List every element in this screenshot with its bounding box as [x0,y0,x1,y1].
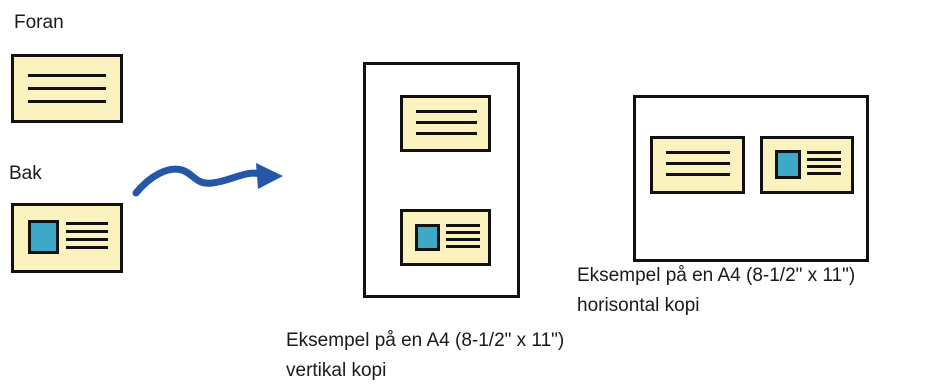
vertical-caption-line2: vertikal kopi [286,360,387,381]
card-text-line [807,158,841,161]
card-text-line [446,245,480,248]
vertical-page [363,62,520,298]
photo-icon [28,220,59,254]
front-label: Foran [14,12,64,33]
card-text-line [446,224,480,227]
front-card-copy [650,136,745,194]
card-text-line [666,162,730,165]
photo-icon [415,224,440,251]
card-text-line [66,238,108,241]
photo-icon [775,150,801,179]
card-text-line [66,246,108,249]
card-text-line [666,151,730,154]
back-card-original [11,203,123,273]
front-card-copy [400,95,491,152]
horizontal-caption-line1: Eksempel på en A4 (8-1/2" x 11") [577,265,856,286]
card-text-line [28,100,106,103]
card-text-line [416,121,477,124]
card-text-line [66,222,108,225]
card-text-line [66,230,108,233]
horizontal-caption-line2: horisontal kopi [577,295,700,316]
card-text-line [807,165,841,168]
front-card-original [11,54,123,123]
back-card-copy [400,209,491,266]
back-label: Bak [9,163,42,184]
back-card-copy [760,136,854,194]
card-text-line [807,151,841,154]
card-text-line [446,238,480,241]
card-text-line [28,74,106,77]
card-text-line [446,231,480,234]
card-text-line [416,110,477,113]
card-text-line [416,132,477,135]
card-text-line [666,173,730,176]
card-text-line [28,87,106,90]
horizontal-page [633,95,869,262]
card-text-line [807,172,841,175]
vertical-caption-line1: Eksempel på en A4 (8-1/2" x 11") [286,330,565,351]
